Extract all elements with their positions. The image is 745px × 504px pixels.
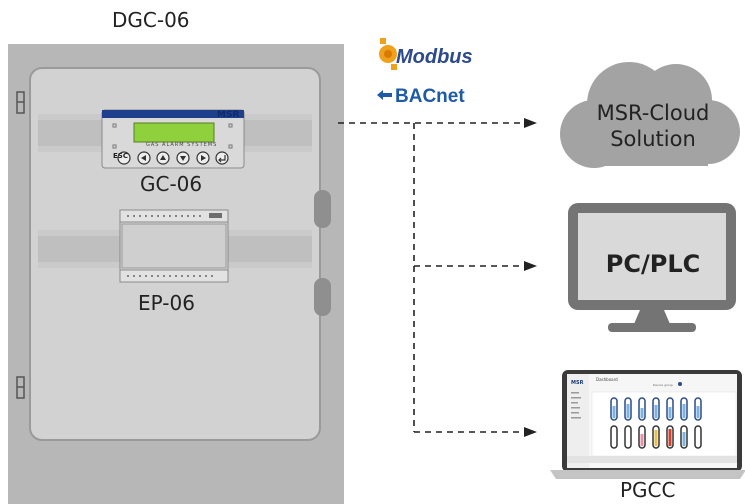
- esc-label: ESC: [113, 152, 128, 160]
- terminal-row-bottom: [127, 275, 213, 277]
- monitor-icon: [568, 203, 736, 332]
- connector-lines: [338, 122, 526, 433]
- pgcc-screen-search[interactable]: Device group: [653, 383, 673, 387]
- cabinet: [8, 44, 344, 504]
- monitor-screen: [578, 213, 726, 300]
- pgcc-gauges-top: [610, 397, 702, 421]
- arrowhead-cloud: [524, 118, 537, 128]
- pgcc-screen-logo: MSR: [571, 380, 584, 386]
- controller-brand: MSR: [217, 110, 240, 120]
- gc-06-controller: [101, 109, 245, 169]
- pc-plc-label: PC/PLC: [605, 250, 701, 278]
- cabinet-title: DGC-06: [112, 8, 190, 32]
- cloud-label: MSR-Cloud Solution: [596, 101, 710, 151]
- bacnet-label: BACnet: [395, 86, 465, 107]
- arrowhead-pgcc: [524, 427, 537, 437]
- modbus-label: Modbus: [396, 46, 473, 68]
- arrowhead-pc: [524, 261, 537, 271]
- modbus-logo: [379, 38, 397, 70]
- door-latch-bottom: [314, 278, 331, 316]
- controller-lcd: [133, 122, 215, 143]
- esc-button[interactable]: [117, 151, 131, 165]
- controller-label: GC-06: [140, 172, 203, 196]
- terminal-row-top: [127, 215, 201, 217]
- pgcc-sidebar-items: [571, 392, 581, 419]
- cloud-icon: [560, 62, 740, 168]
- pgcc-label: PGCC: [620, 478, 676, 502]
- expansion-label: EP-06: [138, 291, 195, 315]
- controller-header-bar: [102, 110, 244, 118]
- controller-subtitle: GAS ALARM SYSTEMS: [146, 142, 218, 148]
- bacnet-logo: [377, 90, 392, 100]
- enter-icon[interactable]: [215, 151, 229, 165]
- pgcc-screen-title: Dashboard: [596, 377, 618, 382]
- laptop-icon: [550, 370, 745, 479]
- ep-06-module: [119, 209, 229, 283]
- door-latch-top: [314, 190, 331, 228]
- pgcc-gauges-bottom: [610, 425, 702, 449]
